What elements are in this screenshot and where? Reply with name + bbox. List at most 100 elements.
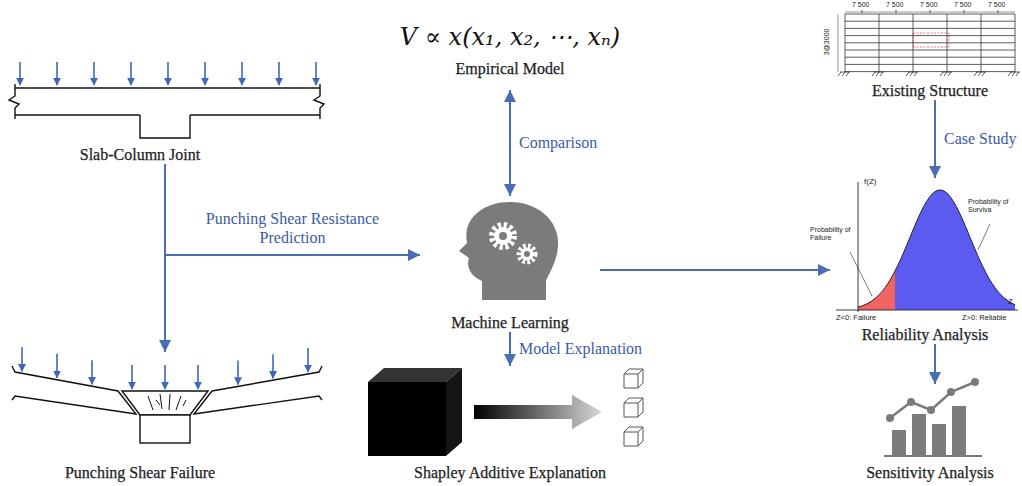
caption: Slab-Column Joint	[80, 146, 200, 164]
load-arrows	[20, 62, 316, 85]
figure-node: Slab-Column Joint	[10, 55, 270, 164]
brain-head-icon	[521, 248, 534, 261]
support-hatch	[978, 72, 981, 76]
sensitivity-icon	[932, 424, 946, 456]
support-hatch	[910, 72, 913, 76]
highlight-box	[913, 33, 949, 47]
black-box	[368, 382, 446, 456]
load-arrow	[131, 365, 133, 389]
gradient-arrow	[474, 395, 602, 429]
load-arrow	[164, 365, 166, 389]
load-arrow	[56, 354, 58, 378]
support-hatch	[1016, 72, 1019, 76]
slab-column-figure	[9, 84, 19, 119]
dimension-label: 7 500	[886, 1, 904, 9]
sensitivity-icon	[971, 378, 979, 386]
dimension-tick	[896, 10, 897, 13]
white-boxes	[624, 398, 643, 417]
slab-column-figure	[15, 87, 320, 88]
load-arrow	[272, 354, 274, 378]
edge-label: Comparison	[519, 133, 597, 152]
dimension-tick	[964, 10, 965, 13]
slab-column-figure	[9, 84, 324, 138]
survival-area	[895, 190, 1015, 310]
slab-column-figure	[314, 84, 324, 119]
load-arrow	[93, 62, 95, 85]
plot-label: Probability of Surviva	[968, 198, 1016, 213]
frame-floor	[845, 71, 1015, 72]
sensitivity-icon	[886, 414, 894, 422]
sensitivity-icon	[884, 378, 982, 456]
support-hatch	[940, 72, 943, 76]
brain-head-icon	[492, 225, 514, 247]
leader-line	[850, 252, 872, 296]
figure-node: Machine Learning	[420, 196, 600, 332]
sensitivity-icon	[890, 382, 975, 418]
edge-label: Case Study	[944, 129, 1016, 148]
caption: Reliability Analysis	[862, 326, 989, 344]
brain-head-icon	[499, 232, 507, 240]
slab-column-figure	[15, 114, 140, 115]
frame-floor	[845, 50, 1015, 51]
brain-head-icon	[459, 202, 558, 300]
axis	[858, 182, 859, 312]
failure-figure	[140, 415, 190, 443]
caption: Punching Shear Failure	[65, 464, 215, 482]
dimension-label: 3@3000	[823, 29, 831, 56]
connector-arrow	[165, 164, 420, 255]
load-arrow	[91, 360, 93, 384]
axis	[836, 310, 1018, 311]
support-hatch	[974, 72, 977, 76]
figure-node: Shapley Additive Explanation	[360, 366, 660, 482]
frame-floor	[845, 64, 1015, 65]
load-arrow	[237, 360, 239, 384]
support-hatch	[944, 72, 947, 76]
frame-floor	[845, 42, 1015, 43]
frame-floor	[845, 35, 1015, 36]
sensitivity-icon	[952, 406, 966, 456]
caption: Existing Structure	[872, 82, 988, 100]
sensitivity-icon	[927, 406, 935, 414]
brain-head-icon	[524, 251, 530, 257]
failure-figure	[148, 394, 186, 410]
support-hatch	[1012, 72, 1015, 76]
black-box	[368, 368, 462, 382]
caption: Shapley Additive Explanation	[414, 464, 606, 482]
support-hatch	[948, 72, 951, 76]
gradient-arrow	[474, 395, 602, 429]
caption: Machine Learning	[451, 314, 569, 332]
dimension-tick	[930, 10, 931, 13]
plot-label: Z	[1008, 298, 1013, 307]
support-hatch	[880, 72, 883, 76]
plot-label: Z>0: Reliable	[962, 314, 1006, 322]
connector-arrow	[934, 100, 936, 178]
brain-head-icon	[519, 246, 535, 262]
load-arrow	[19, 62, 21, 85]
sensitivity-icon	[907, 398, 915, 406]
dimension-label: 7 500	[954, 1, 972, 9]
edge-label: Model Explanation	[519, 339, 642, 358]
connector-arrow	[509, 332, 511, 366]
figure-node: Existing Structure	[840, 14, 1020, 100]
black-box	[446, 368, 462, 456]
sensitivity-icon	[892, 430, 906, 456]
failure-area	[858, 271, 895, 310]
white-boxes	[624, 369, 643, 446]
caption: Sensitivity Analysis	[866, 464, 994, 482]
brain-head-icon	[459, 202, 558, 300]
load-arrow	[278, 62, 280, 85]
plot-label: Z<0: Failure	[836, 314, 876, 322]
connector-arrow	[509, 90, 511, 196]
dimension-line	[838, 14, 839, 72]
figure-node: Sensitivity Analysis	[840, 384, 1020, 482]
caption: Empirical Model	[456, 60, 565, 78]
figure-node: Punching Shear Failure	[10, 352, 270, 482]
support-hatch	[842, 72, 845, 76]
support-hatch	[876, 72, 879, 76]
support-hatch	[1008, 72, 1011, 76]
load-arrow	[130, 62, 132, 85]
white-boxes	[624, 427, 643, 446]
support-hatch	[906, 72, 909, 76]
connector-arrow	[934, 344, 936, 384]
dimension-label: 7 500	[988, 1, 1006, 9]
